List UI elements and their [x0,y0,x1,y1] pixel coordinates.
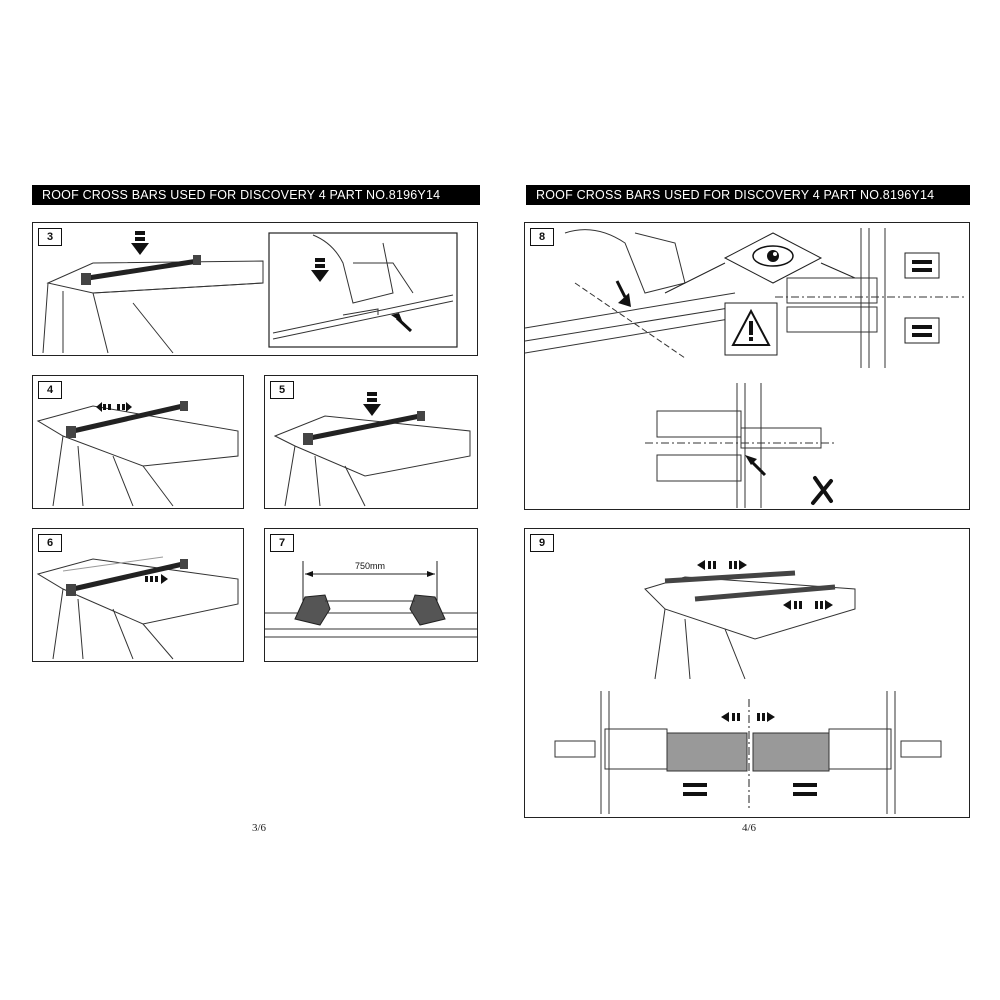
step-9-illustration [554,560,942,814]
equals-sign-icon [793,783,817,796]
warning-triangle-icon [731,308,771,346]
step-number: 3 [38,228,62,246]
arrow-down-icon [363,392,381,416]
step-6-panel: 6 [32,528,244,662]
dimension-label: 750mm [355,561,385,571]
bar-left-half [666,732,748,772]
right-page-header: ROOF CROSS BARS USED FOR DISCOVERY 4 PAR… [526,185,970,205]
arrow-down-icon [311,258,329,282]
step-7-panel: 7 750mm [264,528,478,662]
step-number: 9 [530,534,554,552]
step-5-panel: 5 [264,375,478,509]
step-3-illustration [42,231,458,354]
page-number: 3/6 [252,822,267,834]
page-number: 4/6 [742,822,757,834]
step-8-panel: 8 [524,222,970,510]
bar-foot [81,273,91,285]
equals-sign-icon [683,783,707,796]
eye-icon [752,245,794,267]
arrow-down-icon [615,280,631,307]
cross-bar [87,258,199,281]
step-7-illustration: 750mm [265,561,477,638]
wrong-x-icon [811,476,833,505]
step-5-illustration [273,392,471,507]
arrow-down-icon [131,231,149,255]
cross-bar [694,584,836,602]
step-number: 8 [530,228,554,246]
bar-foot [66,426,76,438]
dimension-arrow-right [427,571,435,577]
step-8-illustration [525,228,965,508]
arrow-left-right-icon [697,560,747,570]
step-4-panel: 4 [32,375,244,509]
bar-foot [66,584,76,596]
bar-foot [193,255,201,265]
cross-bar [72,561,184,592]
cross-bar [72,403,184,434]
right-page: ROOF CROSS BARS USED FOR DISCOVERY 4 PAR… [500,0,1000,1000]
step-9-panel: 9 [524,528,970,818]
step-number: 5 [270,381,294,399]
arrow-left-right-icon [96,402,132,412]
cross-bar [309,413,421,441]
step-number: 4 [38,381,62,399]
arrow-left-right-icon [783,600,833,610]
step-3-panel: 3 [32,222,478,356]
step-6-illustration [36,556,239,660]
bar-right-half [752,732,830,772]
left-page-header: ROOF CROSS BARS USED FOR DISCOVERY 4 PAR… [32,185,480,205]
arrow-left-right-icon [721,712,775,722]
step-4-illustration [36,401,239,507]
bar-foot [417,411,425,421]
bar-foot [294,594,331,626]
arrow-left-right-icon [145,574,168,584]
bar-foot [180,559,188,569]
equals-sign-icon [904,252,940,279]
cross-bar [664,570,796,584]
bar-foot [180,401,188,411]
dimension-arrow-left [305,571,313,577]
bar-foot [409,594,446,626]
bar-foot [303,433,313,445]
equals-sign-icon [904,317,940,344]
detail-inset [268,232,458,348]
arrow-pointer [745,455,767,477]
left-page: ROOF CROSS BARS USED FOR DISCOVERY 4 PAR… [32,185,480,834]
step-number: 6 [38,534,62,552]
step-number: 7 [270,534,294,552]
